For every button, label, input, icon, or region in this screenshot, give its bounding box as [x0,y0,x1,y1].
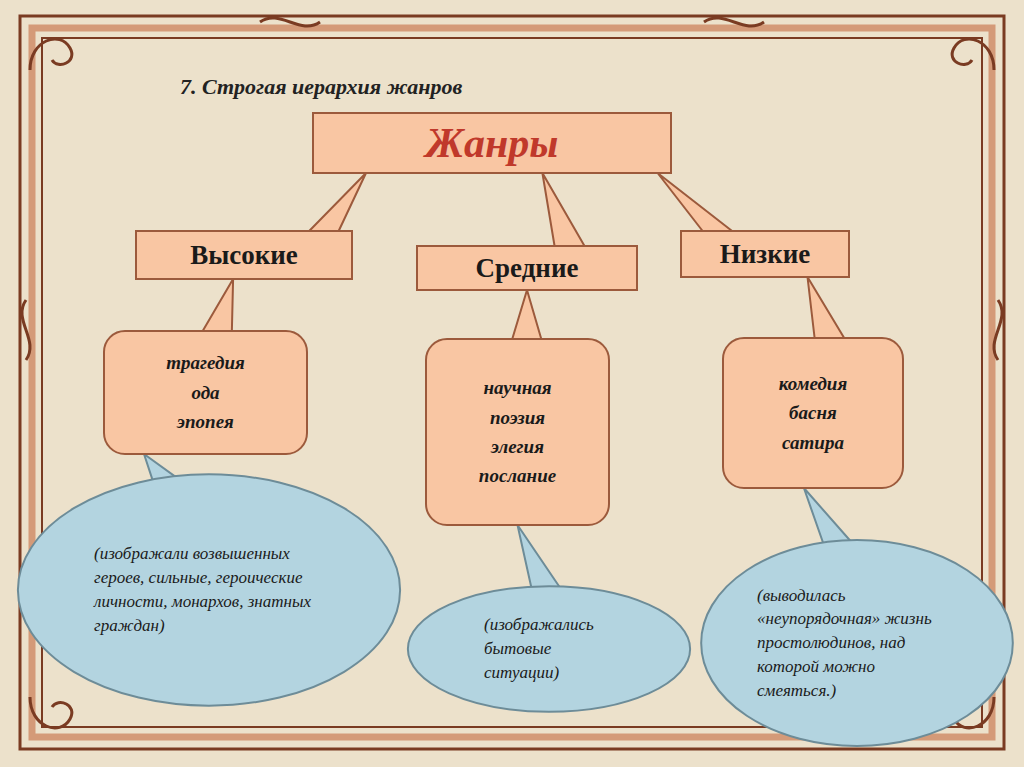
text-group: (изображались бытовые ситуации) [484,613,614,684]
category-box: Высокие [135,230,353,280]
box-label: Жанры [425,119,558,167]
note-ellipse: (изображали возвышенных героев, сильные,… [14,472,404,708]
diagram-title: 7. Строгая иерархия жанров [180,74,462,100]
callout-tail [518,525,566,595]
ellipse-outline [14,472,404,708]
text-group: комедия басня сатира [779,369,847,457]
box-label: Низкие [720,239,811,270]
box-label: Высокие [190,240,298,271]
genre-list-box: трагедия ода эпопея [103,330,308,455]
note-text: (выводилась «неупорядочная» жизнь просто… [757,584,957,703]
callout-tail [808,277,848,343]
text-group: Средние [476,253,579,284]
text-group: научная поэзия элегия послание [479,373,556,491]
callout-tail [658,173,739,236]
ellipse-fill [701,540,1013,746]
note-text: (изображались бытовые ситуации) [484,613,614,684]
callout-tail [304,173,366,236]
callout-tail [511,290,543,344]
text-group: Жанры [425,119,558,167]
box-label: Средние [476,253,579,284]
category-box: Низкие [680,230,850,278]
box-label: трагедия ода эпопея [166,348,245,436]
text-group: Высокие [190,240,298,271]
category-box: Средние [416,245,638,291]
callout-tail [200,279,233,336]
root-box: Жанры [312,112,672,174]
ellipse-fill [408,586,690,711]
note-ellipse: (изображались бытовые ситуации) [405,585,693,713]
text-group: Низкие [720,239,811,270]
genre-list-box: комедия басня сатира [722,337,904,489]
note-ellipse: (выводилась «неупорядочная» жизнь просто… [698,538,1016,748]
text-group: трагедия ода эпопея [166,348,245,436]
note-text: (изображали возвышенных героев, сильные,… [94,542,324,637]
box-label: комедия басня сатира [779,369,847,457]
callout-tail [542,173,587,251]
text-group: (изображали возвышенных героев, сильные,… [94,542,324,637]
text-group: (выводилась «неупорядочная» жизнь просто… [757,584,957,703]
ellipse-fill [18,474,400,705]
genre-list-box: научная поэзия элегия послание [425,338,610,526]
box-label: научная поэзия элегия послание [479,373,556,491]
